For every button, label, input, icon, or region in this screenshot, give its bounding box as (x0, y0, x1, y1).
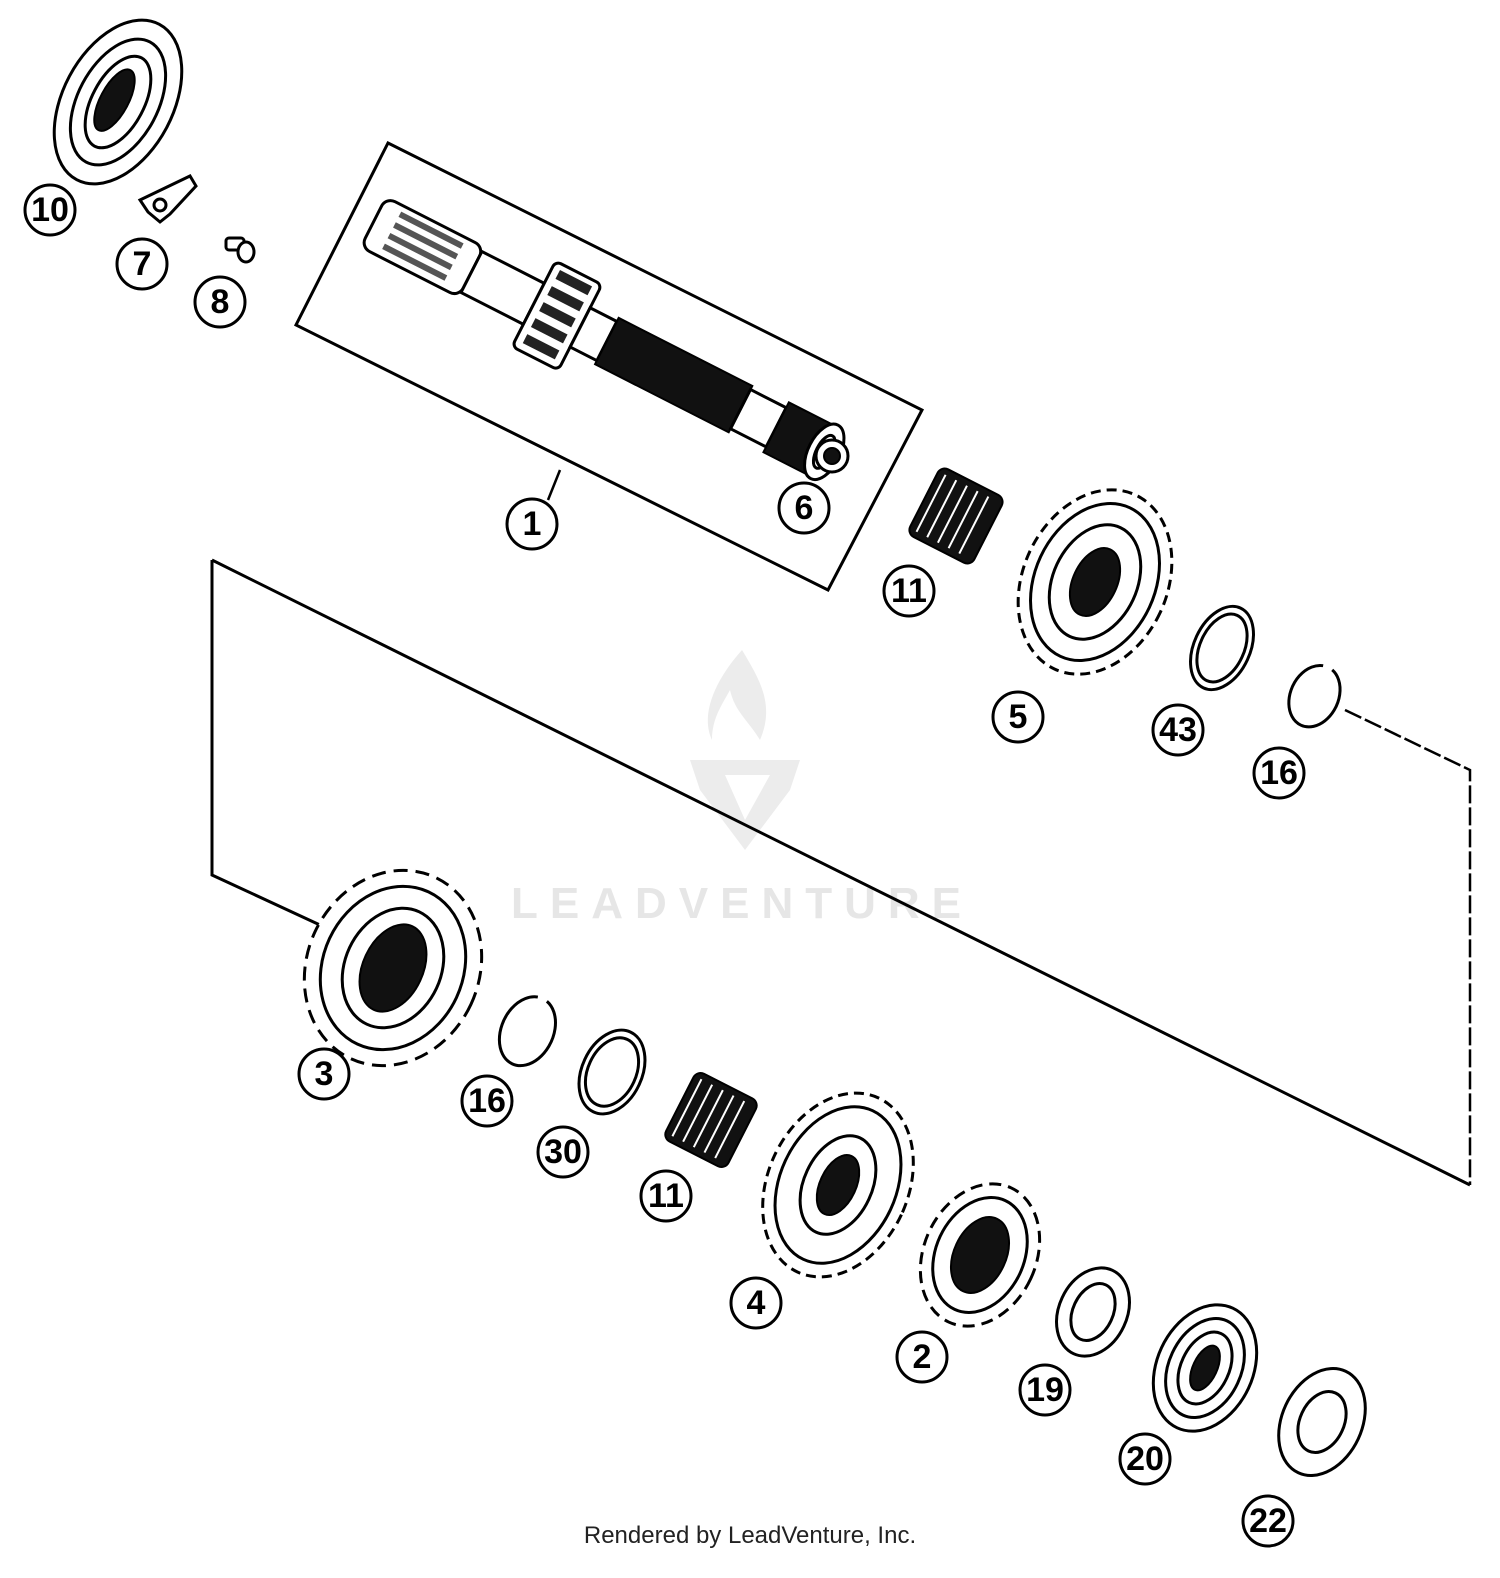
callout-19: 19 (1018, 1363, 1072, 1417)
needle-bearing-11-lower (664, 1072, 758, 1168)
callout-label: 22 (1249, 1502, 1287, 1540)
gear-assembly-frame (211, 558, 1471, 1187)
shaft-assembly-frame (293, 140, 925, 592)
circlip-16-upper (1287, 663, 1342, 729)
callout-43: 43 (1151, 703, 1205, 757)
callout-label: 3 (315, 1055, 334, 1093)
flame-v-logo-icon (690, 650, 800, 850)
ball-bearing-20 (1151, 1303, 1259, 1433)
screw-8 (224, 236, 256, 264)
callout-3: 3 (297, 1047, 351, 1101)
circlip-16-lower (497, 995, 557, 1068)
render-credit: Rendered by LeadVenture, Inc. (583, 1522, 917, 1549)
callout-11-lower: 11 (639, 1169, 693, 1223)
callout-4: 4 (729, 1276, 783, 1330)
gear-assembly-frame-left (210, 560, 321, 927)
needle-bearing-11-upper (908, 467, 1004, 565)
gear-5 (1016, 488, 1174, 676)
callout-label: 11 (648, 1177, 684, 1215)
gear-3 (302, 868, 484, 1068)
callout-6: 6 (777, 481, 831, 535)
callout-label: 43 (1159, 711, 1197, 749)
thrust-washer-43 (1189, 604, 1255, 692)
callout-10: 10 (23, 183, 77, 237)
callout-label: 6 (795, 489, 814, 527)
lock-plate-7 (137, 174, 198, 224)
callout-16-upper: 16 (1252, 746, 1306, 800)
callout-label: 16 (1260, 754, 1298, 792)
callout-11-upper: 11 (882, 564, 936, 618)
callout-label: 20 (1126, 1440, 1164, 1478)
callout-5: 5 (991, 690, 1045, 744)
shaft-callout-leader (546, 469, 562, 501)
callout-22: 22 (1241, 1494, 1295, 1548)
callout-1: 1 (505, 497, 559, 551)
ball-bearing-10 (52, 18, 184, 186)
watermark: LEADVENTURE (511, 650, 973, 928)
gear-assembly-frame-right (1344, 708, 1472, 1185)
watermark-brand: LEADVENTURE (511, 879, 973, 928)
washer-22 (1277, 1367, 1367, 1477)
callout-label: 2 (913, 1338, 932, 1376)
callout-16-lower: 16 (460, 1074, 514, 1128)
callout-label: 19 (1026, 1371, 1064, 1409)
callout-20: 20 (1118, 1432, 1172, 1486)
callout-label: 5 (1009, 698, 1028, 736)
callout-label: 11 (891, 572, 927, 610)
callout-30: 30 (536, 1125, 590, 1179)
gear-2 (918, 1182, 1042, 1328)
callout-label: 7 (133, 245, 152, 283)
callout-label: 16 (468, 1082, 506, 1120)
washer-19 (1055, 1266, 1131, 1358)
callout-label: 8 (211, 283, 230, 321)
plug-6 (814, 438, 850, 474)
gear-4 (761, 1091, 915, 1279)
callout-7: 7 (115, 237, 169, 291)
callout-label: 30 (544, 1133, 582, 1171)
callout-label: 4 (747, 1284, 766, 1322)
callout-label: 1 (523, 505, 542, 543)
callout-8: 8 (193, 275, 247, 329)
thrust-washer-30 (577, 1028, 647, 1116)
callout-label: 10 (31, 191, 69, 229)
callout-2: 2 (895, 1330, 949, 1384)
